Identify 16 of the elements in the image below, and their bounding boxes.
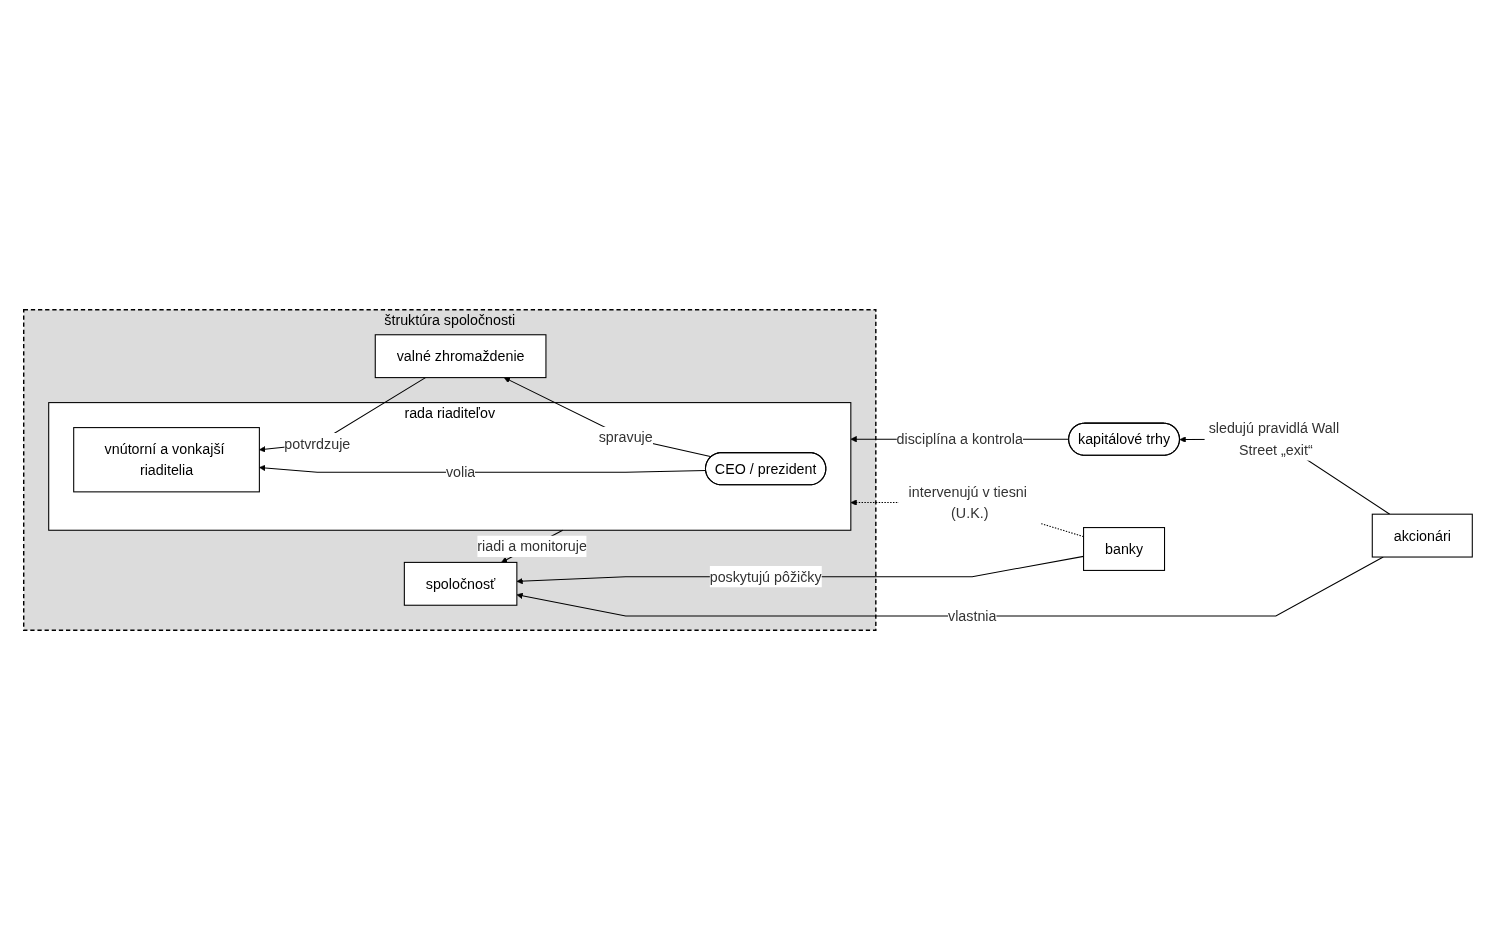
edge-label: poskytujú pôžičky <box>709 568 822 585</box>
arrow <box>258 464 706 473</box>
edge-label: spravuje <box>598 429 653 445</box>
edge-label: sledujú pravidlá Wall Street „exit“ <box>1208 420 1339 458</box>
node-box: banky <box>1082 526 1165 571</box>
node-box: akcionári <box>1371 513 1473 558</box>
node-box: spoločnosť <box>403 561 517 606</box>
node-box: valné zhromaždenie <box>374 333 546 378</box>
edge-label: intervenujú v tiesni (U.K.) <box>908 483 1027 521</box>
edge-label: potvrdzuje <box>283 435 350 452</box>
edge-label: vlastnia <box>947 607 996 624</box>
arrow <box>503 376 712 457</box>
edge-label: disciplína a kontrola <box>896 430 1023 447</box>
edge-label: volia <box>445 463 475 480</box>
node-box: vnútorní a vonkajší riaditelia <box>72 426 260 492</box>
edge-label: riadi a monitoruje <box>476 537 587 554</box>
